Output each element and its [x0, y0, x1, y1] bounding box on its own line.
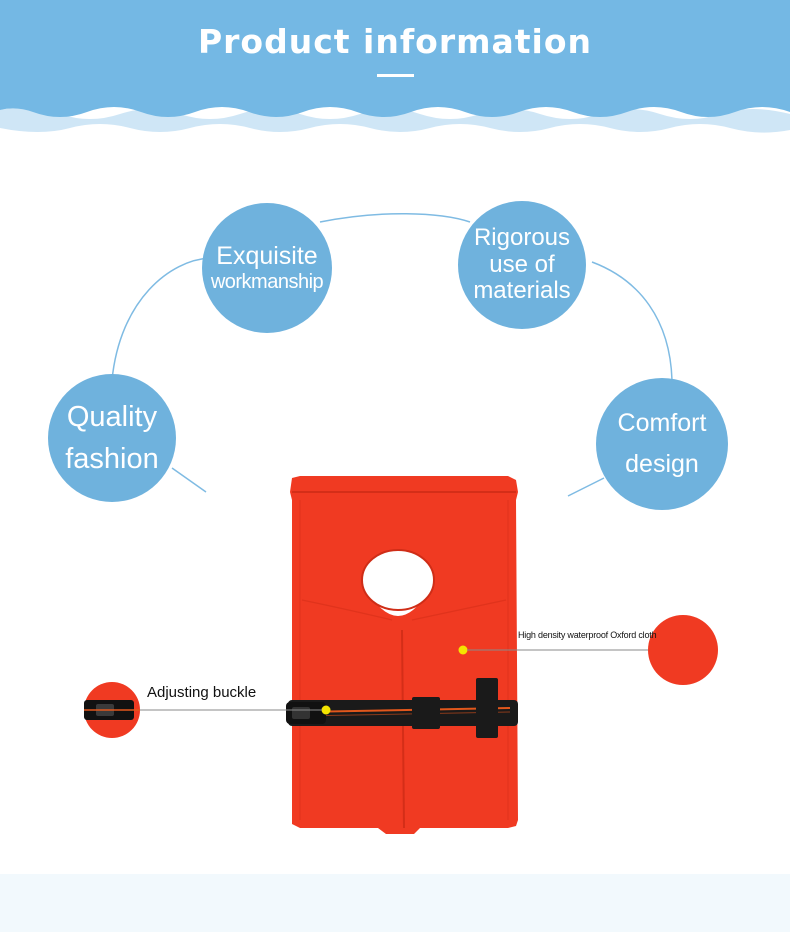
buckle-callout-label: Adjusting buckle [147, 684, 257, 701]
arc-right-upper [591, 261, 673, 381]
bottom-band [0, 874, 790, 932]
feature-workmanship-line1: Exquisite [216, 242, 318, 271]
feature-quality-line2: fashion [65, 443, 159, 475]
feature-bubble-materials: Rigorous use of materials [458, 201, 586, 329]
wave-banner-graphic [0, 0, 790, 133]
buckle-detail-circle [84, 682, 140, 738]
page-title: Product information [197, 22, 593, 61]
life-vest-image [286, 476, 518, 834]
feature-bubble-comfort: Comfort design [596, 378, 728, 510]
feature-comfort-line2: design [625, 450, 699, 478]
feature-bubble-quality: Quality fashion [48, 374, 176, 502]
fabric-swatch-circle [648, 615, 718, 685]
feature-workmanship-line2: workmanship [210, 270, 324, 293]
arc-left-upper [111, 257, 211, 381]
feature-quality-line1: Quality [66, 400, 158, 433]
feature-comfort-line1: Comfort [617, 408, 707, 437]
fabric-marker-dot [458, 645, 468, 655]
arc-right-lower [567, 477, 605, 497]
feature-materials-line1: Rigorous [473, 223, 571, 251]
fabric-callout-label: High density waterproof Oxford cloth [518, 630, 657, 640]
arc-left-lower [171, 467, 207, 493]
arc-top [319, 212, 471, 223]
title-underline [377, 74, 414, 77]
feature-materials-line3: materials [473, 277, 571, 305]
header-banner: Product information [0, 0, 790, 140]
buckle-marker-dot [321, 705, 331, 715]
feature-bubble-workmanship: Exquisite workmanship [202, 203, 332, 333]
feature-materials-line2: use of [489, 250, 555, 278]
